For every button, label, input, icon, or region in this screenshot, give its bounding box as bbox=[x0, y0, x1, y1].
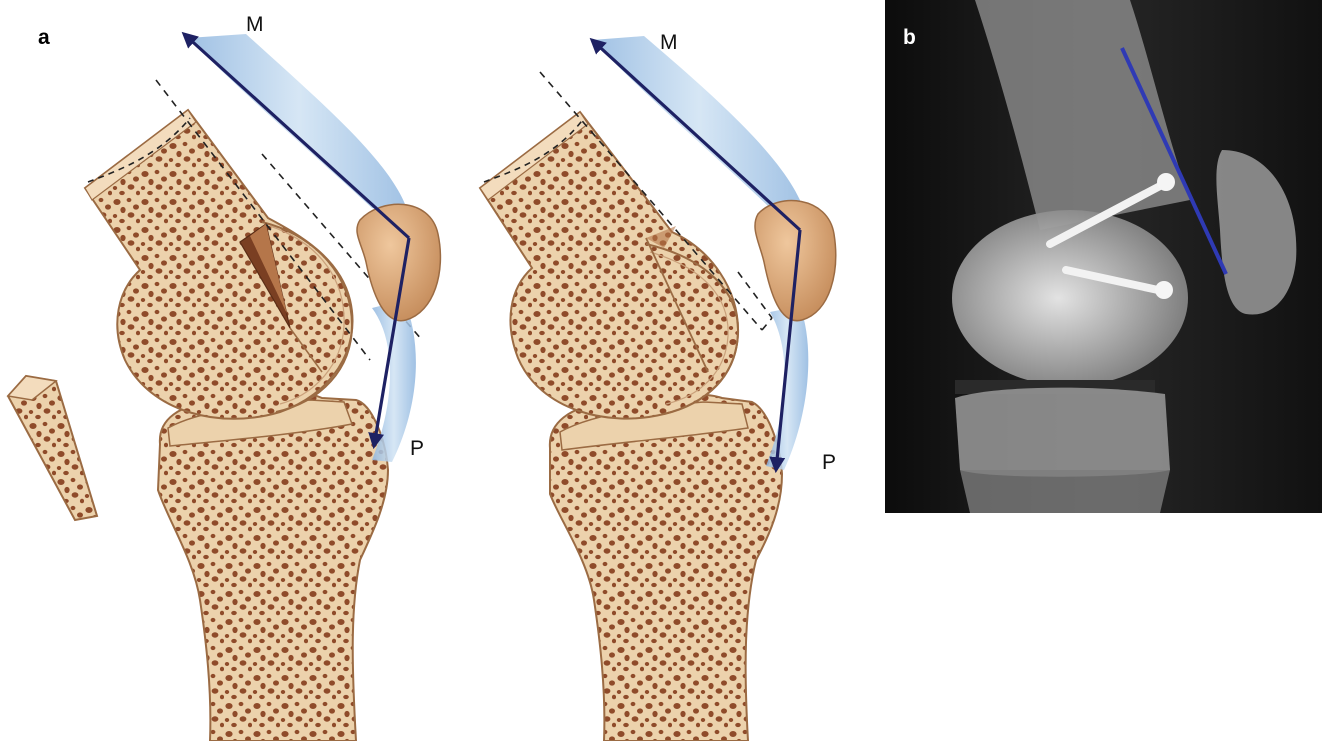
femur-right bbox=[480, 112, 738, 419]
panel-b-label: b bbox=[903, 26, 916, 49]
femur-left bbox=[85, 110, 353, 419]
label-p-right: P bbox=[822, 451, 836, 474]
lateral-knee-radiograph bbox=[885, 0, 1322, 513]
label-p-left: P bbox=[410, 437, 424, 460]
label-m-right: M bbox=[660, 31, 678, 54]
tibia-right bbox=[550, 395, 782, 741]
removed-bone-wedge bbox=[8, 376, 97, 520]
panel-a-label: a bbox=[38, 26, 50, 49]
tibia-left bbox=[158, 393, 388, 741]
label-m-left: M bbox=[246, 13, 264, 36]
